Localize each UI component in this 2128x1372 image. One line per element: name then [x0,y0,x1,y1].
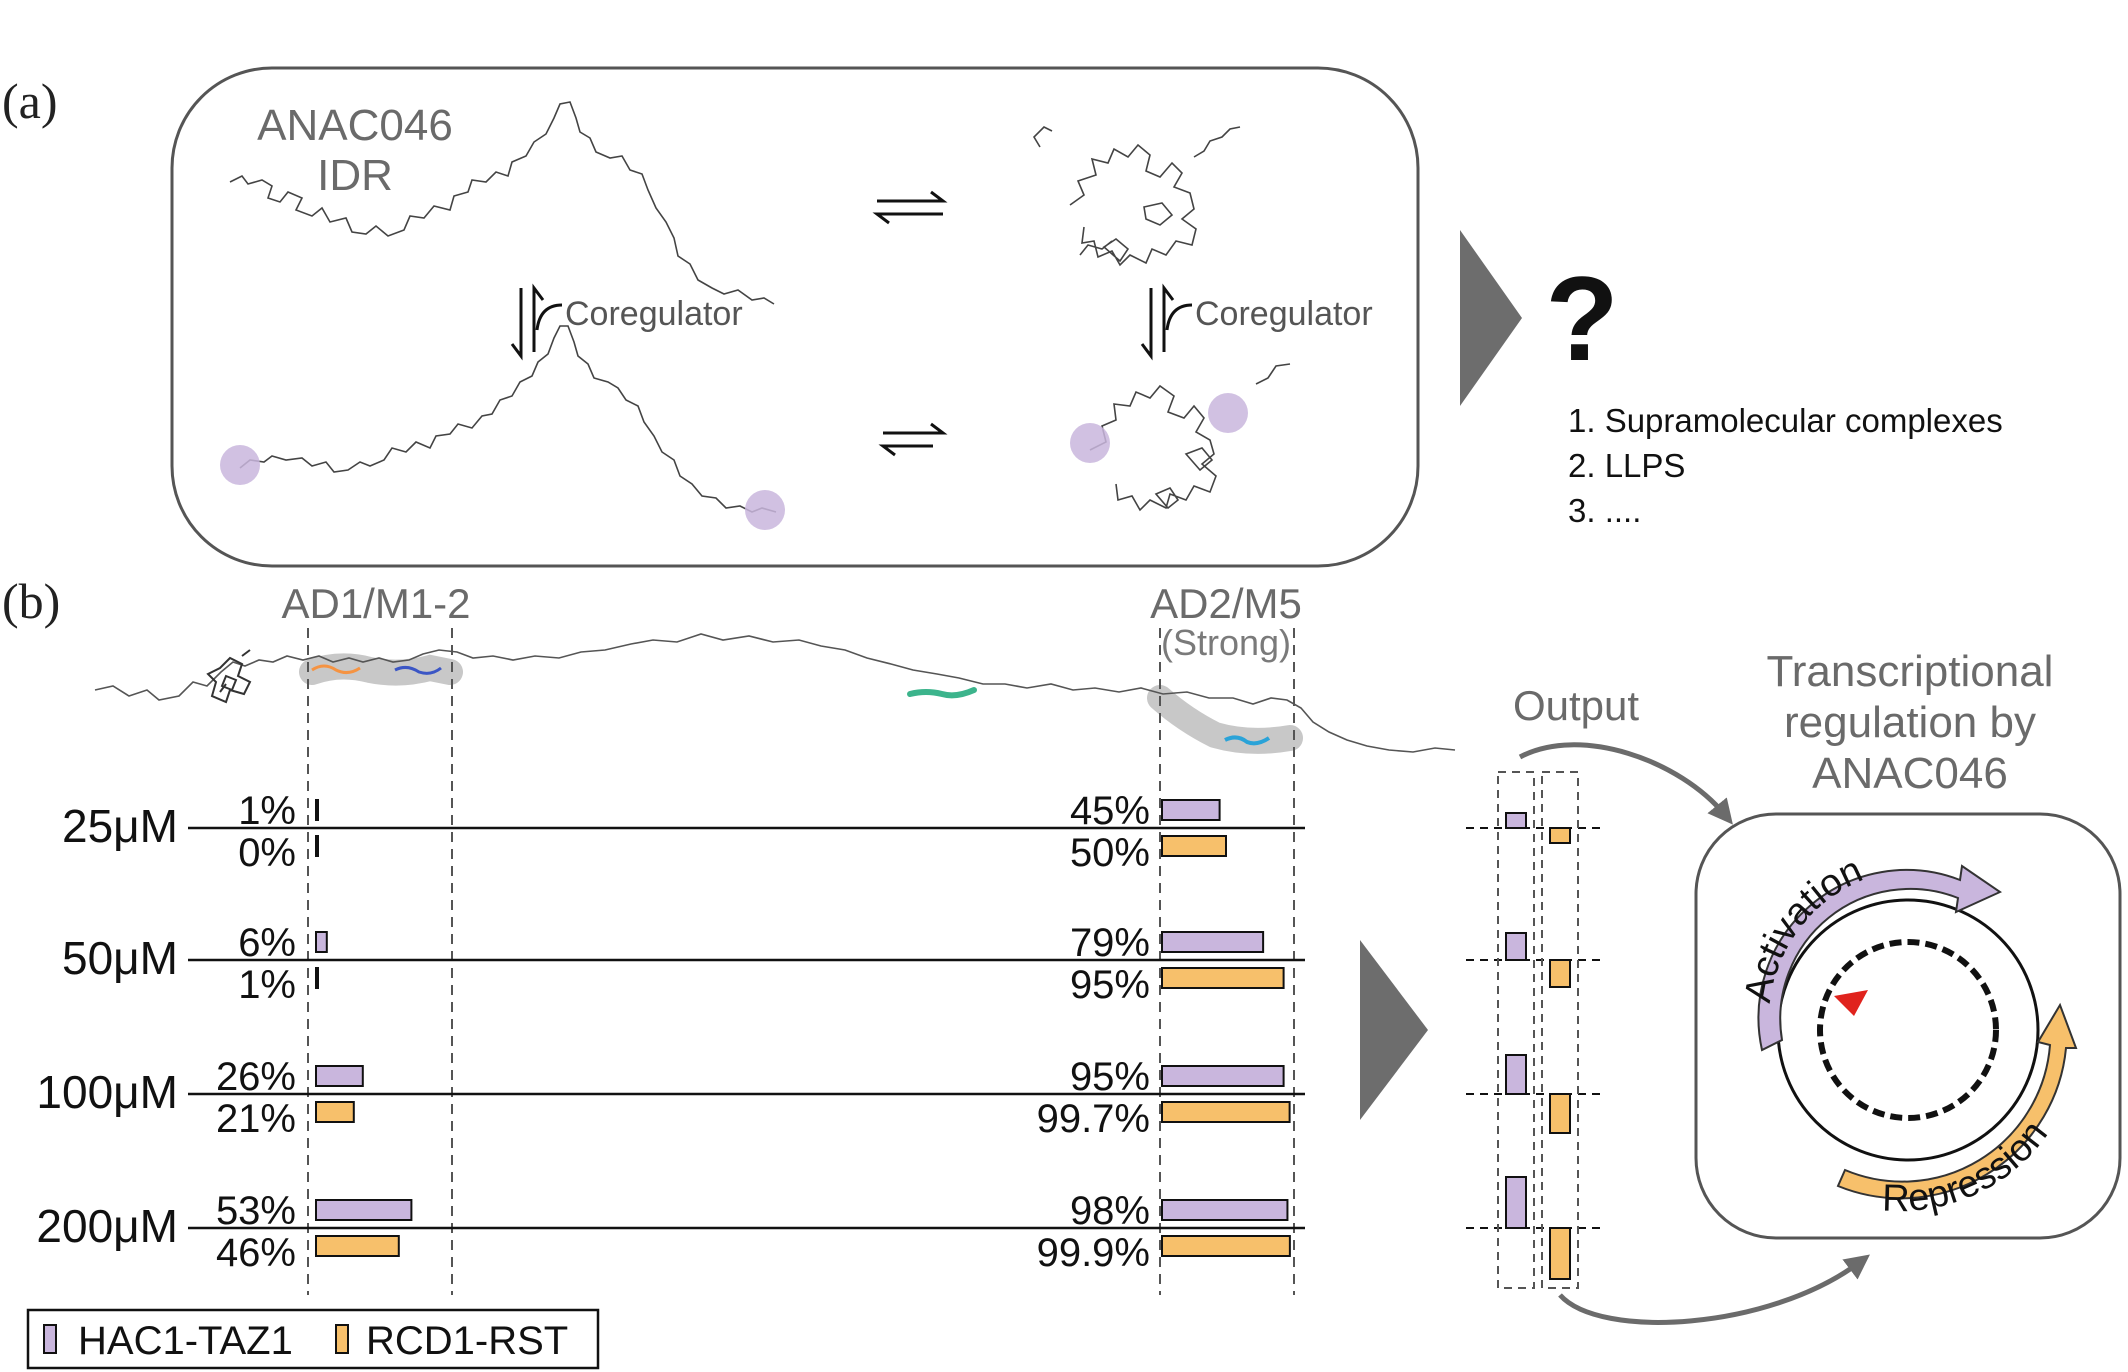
concentration-label: 100μM [36,1066,178,1118]
activation-label: Activation [1737,849,1869,1006]
legend: HAC1-TAZ1 RCD1-RST [26,1308,600,1370]
bar-rcd1 [1161,835,1227,857]
bar-label-rcd1: 21% [216,1097,296,1141]
regulation-title-line3: ANAC046 [1812,749,2008,798]
bar-label-hac1: 45% [1070,789,1150,833]
bar-label-rcd1: 95% [1070,963,1150,1007]
bar-hac1 [315,931,328,953]
region2-label: AD2/M5 [1150,580,1302,627]
coregulator-label-right: Coregulator [1195,295,1373,333]
bar-label-hac1: 53% [216,1189,296,1233]
concentration-label: 50μM [62,932,178,984]
region1-label: AD1/M1-2 [281,580,470,627]
idr-extended-chain-bound [239,325,777,513]
idr-compact-chain [1032,126,1241,267]
idr-title-line2: IDR [317,151,393,200]
region2-sublabel: (Strong) [1161,622,1291,663]
output-bar-hac1 [1505,932,1527,961]
bar-hac1 [1161,1065,1285,1087]
legend-swatch-rcd1 [335,1324,349,1354]
bar-rcd1 [315,1235,400,1257]
outcome-item: 1. Supramolecular complexes [1568,402,2003,439]
bar-label-rcd1: 1% [238,963,296,1007]
output-bar-rcd1 [1549,1227,1571,1280]
output-bar-rcd1 [1549,959,1571,988]
outcome-arrow [1460,230,1522,406]
curved-arrow-top [1518,742,1733,825]
bar-label-rcd1: 0% [238,831,296,875]
output-bar-hac1 [1505,1176,1527,1229]
output-bars [1505,812,1571,1280]
output-bar-rcd1 [1549,1093,1571,1134]
coregulator-blob [745,490,785,530]
output-bar-hac1 [1505,1054,1527,1095]
bar-rcd1 [315,967,319,989]
bar-label-rcd1: 99.9% [1037,1231,1150,1275]
bar-rcd1 [1161,967,1285,989]
bar-rcd1 [1161,1235,1291,1257]
coregulator-label-left: Coregulator [565,295,743,333]
bar-label-hac1: 79% [1070,921,1150,965]
bar-hac1 [315,1065,364,1087]
binding-arrow-right [1140,283,1193,361]
legend-label-hac1: HAC1-TAZ1 [78,1319,293,1363]
bar-hac1 [315,799,319,821]
legend-swatch-hac1 [43,1324,57,1354]
output-columns [1497,771,1579,1289]
regulation-inner-circle [1817,939,1999,1121]
repression-label: Repression [1882,1113,2056,1220]
legend-label-rcd1: RCD1-RST [366,1319,568,1363]
regulation-title-line2: regulation by [1784,698,2036,747]
bar-label-rcd1: 99.7% [1037,1097,1150,1141]
bar-rcd1 [1161,1101,1291,1123]
binding-bars: 25μM50μM100μM200μM1%6%26%53%0%1%21%46%45… [36,789,1606,1275]
output-bar-hac1 [1505,812,1527,829]
bar-hac1 [1161,1199,1289,1221]
activation-arc [1757,864,2003,1052]
bar-label-hac1: 95% [1070,1055,1150,1099]
binding-arrow-left [510,283,563,361]
concentration-label: 25μM [62,800,178,852]
output-label: Output [1513,682,1639,729]
coregulator-blob [1070,423,1110,463]
bar-rcd1 [315,1101,355,1123]
protein-chain [94,633,1456,754]
coregulator-blob [220,445,260,485]
regulation-title-line1: Transcriptional [1767,647,2054,696]
bar-label-hac1: 26% [216,1055,296,1099]
panel-a-label: (a) [2,73,58,129]
regulation-box [1694,812,2122,1240]
bar-hac1 [1161,799,1221,821]
question-mark: ? [1545,252,1618,386]
repression-arc [1836,1002,2078,1200]
bar-hac1 [1161,931,1265,953]
equilibrium-arrow-top [872,190,948,225]
legend-box [26,1308,600,1370]
bar-rcd1 [315,835,319,857]
outcome-list: 1. Supramolecular complexes 2. LLPS 3. .… [1568,402,2003,529]
region-bounds [307,628,1295,1295]
idr-extended-chain [229,101,775,305]
idr-title-line1: ANAC046 [257,101,453,150]
equilibrium-arrow-bottom [878,422,948,457]
panel-b-label: (b) [2,573,60,629]
outcome-item: 2. LLPS [1568,447,1685,484]
bar-label-rcd1: 50% [1070,831,1150,875]
output-arrow [1360,940,1428,1120]
bar-label-hac1: 98% [1070,1189,1150,1233]
idr-compact-chain-bound [1089,363,1291,512]
bar-label-hac1: 6% [238,921,296,965]
output-bar-rcd1 [1549,827,1571,844]
coregulator-blob [1208,393,1248,433]
curved-arrow-bottom [1558,1254,1870,1325]
panel-a-box [170,66,1420,568]
bar-hac1 [315,1199,413,1221]
concentration-label: 200μM [36,1200,178,1252]
bar-label-rcd1: 46% [216,1231,296,1275]
bar-label-hac1: 1% [238,789,296,833]
outcome-item: 3. .... [1568,492,1641,529]
regulation-red-marker [1834,990,1868,1016]
